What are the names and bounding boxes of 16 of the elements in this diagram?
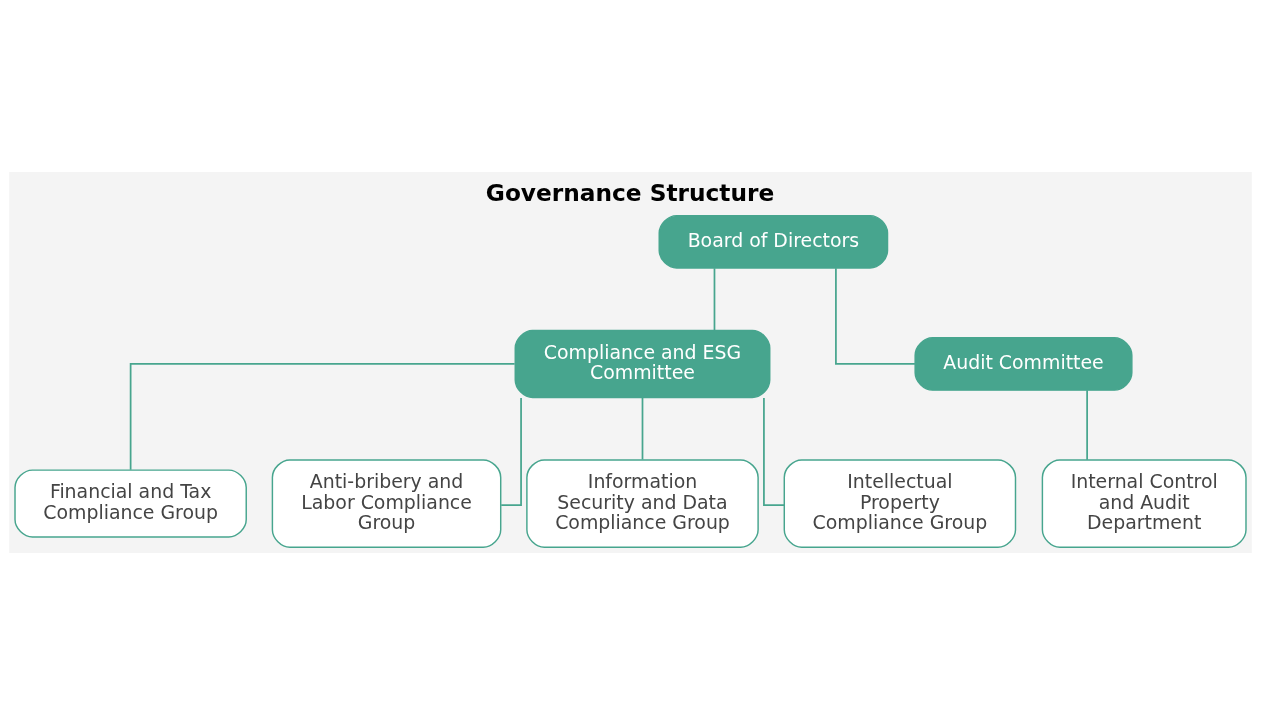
connector	[641, 396, 644, 461]
node-box: Internal Control and Audit Department	[1041, 459, 1247, 548]
node-box: Audit Committee	[914, 337, 1133, 391]
node-box: Compliance and ESG Committee	[514, 329, 771, 399]
diagram-title: Governance Structure	[485, 178, 775, 206]
connector	[129, 363, 516, 471]
connector	[1086, 389, 1088, 461]
node-box: Board of Directors	[658, 214, 889, 269]
connector	[500, 397, 522, 506]
node-box: Information Security and Data Compliance Group	[526, 459, 759, 548]
node-box: Anti-bribery and Labor Compliance Group	[271, 459, 502, 548]
connector	[763, 397, 785, 506]
node-box: Financial and Tax Compliance Group	[14, 469, 247, 538]
connector	[835, 267, 916, 365]
node-box: Intellectual Property Compliance Group	[783, 459, 1017, 548]
connector	[713, 267, 716, 331]
